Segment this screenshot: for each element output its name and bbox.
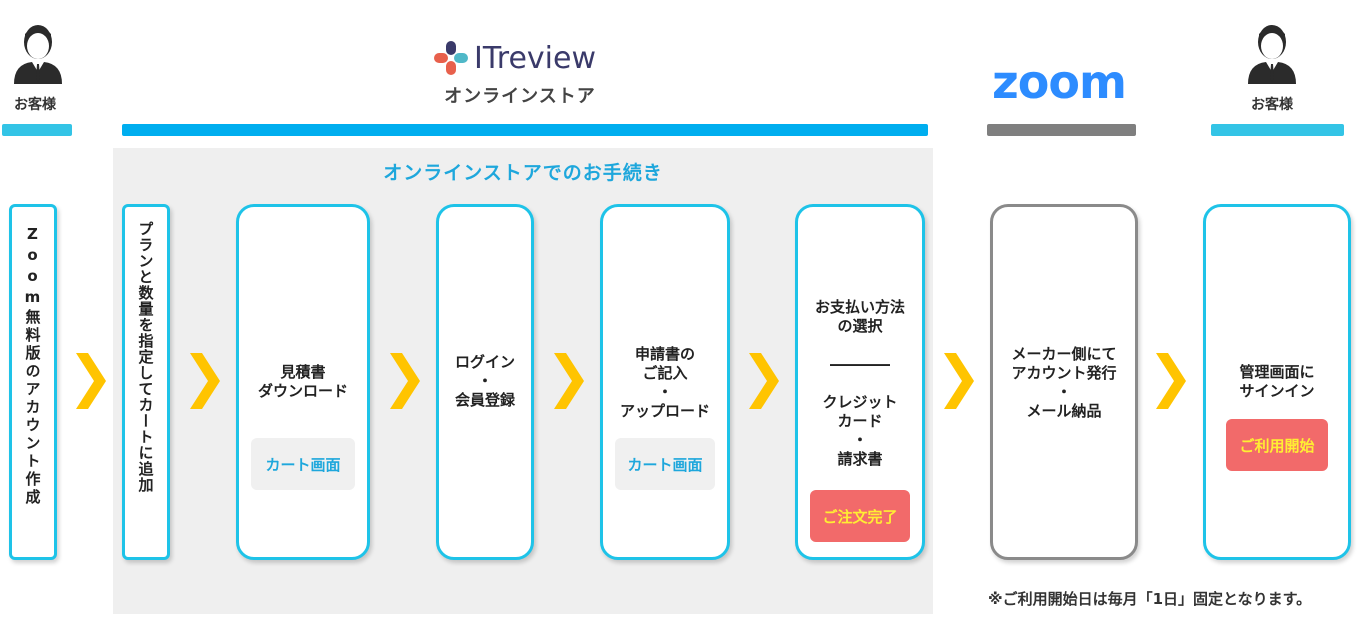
- start-use-badge: ご利用開始: [1226, 419, 1328, 471]
- step-card-account-issue: メーカー側にて アカウント発行 ・ メール納品: [990, 204, 1138, 560]
- customer-label-left: お客様: [14, 97, 56, 113]
- order-complete-badge: ご注文完了: [810, 490, 910, 542]
- step-card-quote-download: 見積書 ダウンロード カート画面: [236, 204, 370, 560]
- step-card-admin-signin: 管理画面に サインイン ご利用開始: [1203, 204, 1351, 560]
- step-text: 管理画面に サインイン: [1239, 363, 1315, 400]
- chevron-right-icon: [76, 353, 106, 409]
- itreview-mark-icon: [434, 41, 468, 75]
- step-card-application-upload: 申請書の ご記入 ・ アップロード カート画面: [600, 204, 730, 560]
- chevron-right-icon: [554, 353, 584, 409]
- itreview-logo: ITreview: [434, 38, 596, 78]
- customer-icon-left: [12, 20, 64, 84]
- step-text: お支払い方法 の選択 ―――― クレジット カード ・ 請求書: [814, 298, 905, 468]
- step-text: 見積書 ダウンロード: [257, 363, 348, 400]
- customer-label-right: お客様: [1251, 97, 1293, 113]
- customer-icon-right: [1246, 20, 1298, 84]
- customer-bar-right: [1211, 124, 1344, 136]
- step-card-plan-quantity: プランと数量を指定してカートに追加: [122, 204, 170, 560]
- chevron-right-icon: [1156, 353, 1186, 409]
- chevron-right-icon: [390, 353, 420, 409]
- step-text: プランと数量を指定してカートに追加: [136, 221, 155, 493]
- online-store-panel-title: オンラインストアでのお手続き: [383, 162, 663, 184]
- chevron-right-icon: [944, 353, 974, 409]
- customer-bar-left: [2, 124, 72, 136]
- step-card-zoom-free-account: Zoom無料版のアカウント作成: [9, 204, 57, 560]
- footnote: ※ご利用開始日は毎月「1日」固定となります。: [988, 590, 1312, 608]
- step-text: Zoom無料版のアカウント作成: [23, 225, 42, 507]
- step-text: 申請書の ご記入 ・ アップロード: [619, 345, 710, 420]
- step-text: メーカー側にて アカウント発行 ・ メール納品: [1011, 345, 1117, 420]
- chevron-right-icon: [190, 353, 220, 409]
- itreview-subtitle: オンラインストア: [444, 86, 596, 107]
- itreview-bar: [122, 124, 928, 136]
- cart-screen-badge: カート画面: [615, 438, 715, 490]
- step-card-payment-method: お支払い方法 の選択 ―――― クレジット カード ・ 請求書 ご注文完了: [795, 204, 925, 560]
- zoom-logo: zoom: [992, 55, 1127, 109]
- step-text: ログイン ・ 会員登録: [454, 353, 515, 409]
- chevron-right-icon: [749, 353, 779, 409]
- zoom-bar: [987, 124, 1136, 136]
- step-card-login-register: ログイン ・ 会員登録: [436, 204, 534, 560]
- itreview-wordmark: ITreview: [474, 40, 596, 76]
- cart-screen-badge: カート画面: [251, 438, 355, 490]
